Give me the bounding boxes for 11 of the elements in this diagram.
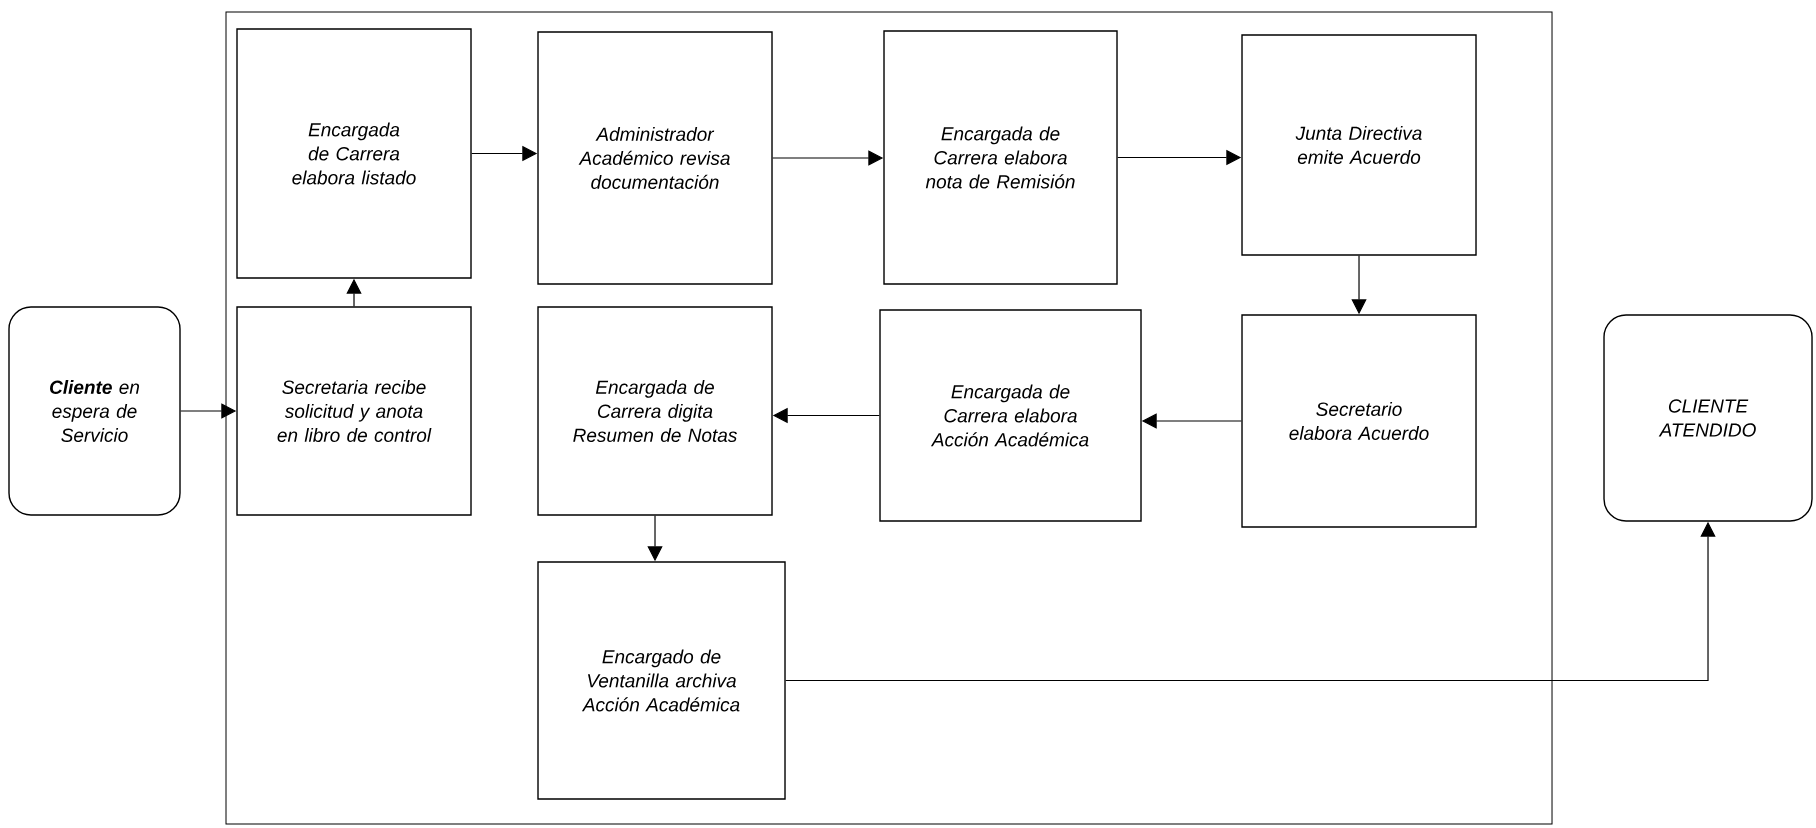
- process-box: Encargada de Carrera elabora Acción Académica: [879, 309, 1142, 522]
- process-box: Encargado de Ventanilla archiva Acción Académica: [537, 561, 786, 800]
- terminal-box: CLIENTE ATENDIDO: [1603, 314, 1813, 522]
- process-box: Junta Directiva emite Acuerdo: [1241, 34, 1477, 256]
- terminal-box: Cliente en espera de Servicio: [8, 306, 181, 516]
- process-box: Encargada de Carrera digita Resumen de Notas: [537, 306, 773, 516]
- process-box: Secretario elabora Acuerdo: [1241, 314, 1477, 528]
- process-box: Encargada de Carrera elabora listado: [236, 28, 472, 279]
- process-box: Encargada de Carrera elabora nota de Remisión: [883, 30, 1118, 285]
- process-box: Administrador Académico revisa documentación: [537, 31, 773, 285]
- process-box: Secretaria recibe solicitud y anota en libro de control: [236, 306, 472, 516]
